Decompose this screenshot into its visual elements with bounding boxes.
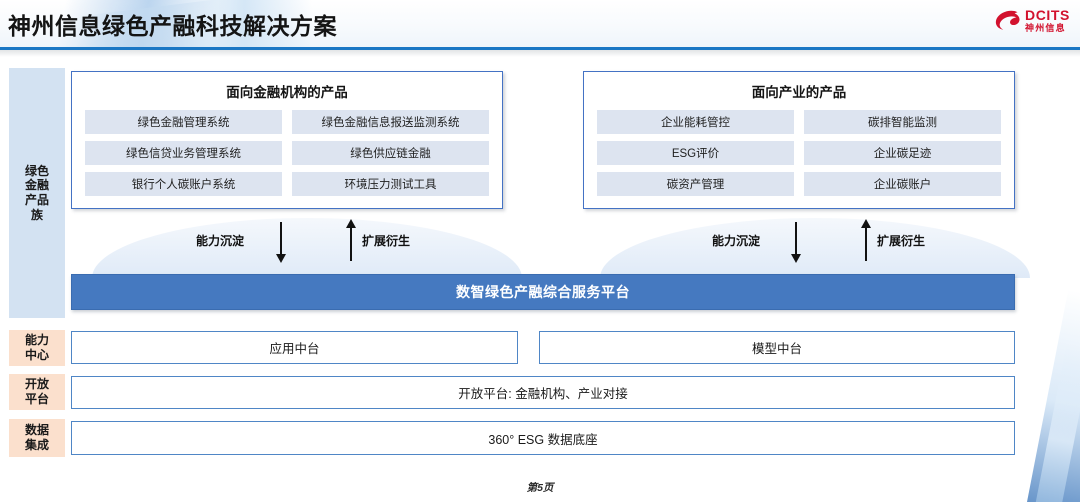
sidebar-item-label: 开放 平台 — [24, 377, 49, 406]
product-item[interactable]: 企业能耗管控 — [597, 110, 794, 134]
sidebar-item-label: 能力 中心 — [24, 333, 49, 362]
panel-title: 面向产业的产品 — [751, 85, 847, 100]
header-divider-line — [0, 47, 1080, 50]
panel-title: 面向金融机构的产品 — [226, 85, 348, 100]
product-item[interactable]: 绿色信贷业务管理系统 — [85, 141, 282, 165]
down-arrow-head-right — [791, 254, 801, 263]
logo-text-block: DCITS 神州信息 — [1025, 8, 1070, 33]
product-item[interactable]: 绿色金融管理系统 — [85, 110, 282, 134]
product-item[interactable]: 环境压力测试工具 — [292, 172, 489, 196]
product-item[interactable]: 绿色供应链金融 — [292, 141, 489, 165]
layer-application-middle-platform[interactable]: 应用中台 — [71, 331, 518, 364]
up-arrow-shaft-right — [865, 227, 867, 261]
product-item[interactable]: 碳资产管理 — [597, 172, 794, 196]
down-arrow-shaft-left — [280, 222, 282, 256]
layer-open-platform[interactable]: 开放平台: 金融机构、产业对接 — [71, 376, 1015, 409]
brand-logo: DCITS 神州信息 — [994, 8, 1070, 33]
page-title: 神州信息绿色产融科技解决方案 — [8, 13, 337, 39]
panel-item-grid: 企业能耗管控 碳排智能监测 ESG评价 企业碳足迹 碳资产管理 企业碳账户 — [584, 101, 1014, 207]
sidebar-item-open-platform[interactable]: 开放 平台 — [9, 374, 65, 410]
product-item[interactable]: 碳排智能监测 — [804, 110, 1001, 134]
product-item[interactable]: 绿色金融信息报送监测系统 — [292, 110, 489, 134]
layer-data-foundation[interactable]: 360° ESG 数据底座 — [71, 421, 1015, 455]
dcits-swirl-icon — [995, 10, 1020, 30]
panel-industry-products: 面向产业的产品 企业能耗管控 碳排智能监测 ESG评价 企业碳足迹 碳资产管理 … — [583, 71, 1015, 209]
product-item[interactable]: 企业碳账户 — [804, 172, 1001, 196]
product-item[interactable]: 银行个人碳账户系统 — [85, 172, 282, 196]
panel-item-grid: 绿色金融管理系统 绿色金融信息报送监测系统 绿色信贷业务管理系统 绿色供应链金融… — [72, 101, 502, 207]
right-capability-arc-decoration — [600, 218, 1030, 278]
flow-label-expansion-derivation-right: 扩展衍生 — [877, 234, 926, 248]
platform-bar[interactable]: 数智绿色产融综合服务平台 — [71, 274, 1015, 310]
left-capability-arc-decoration — [92, 218, 522, 278]
logo-english-name: DCITS — [1025, 7, 1070, 23]
sidebar-item-label: 数据 集成 — [24, 423, 49, 452]
header-divider-shadow — [0, 50, 1080, 57]
flow-label-capability-precipitation-left: 能力沉淀 — [196, 234, 245, 248]
flow-label-capability-precipitation-right: 能力沉淀 — [712, 234, 761, 248]
up-arrow-head-left — [346, 219, 356, 228]
product-item[interactable]: 企业碳足迹 — [804, 141, 1001, 165]
sidebar-item-label: 绿色 金融 产品 族 — [24, 163, 49, 222]
sidebar-item-capability-center[interactable]: 能力 中心 — [9, 330, 65, 366]
up-arrow-head-right — [861, 219, 871, 228]
slide-header: 神州信息绿色产融科技解决方案 DCITS 神州信息 — [0, 0, 1080, 50]
logo-chinese-name: 神州信息 — [1025, 23, 1066, 33]
panel-financial-institution-products: 面向金融机构的产品 绿色金融管理系统 绿色金融信息报送监测系统 绿色信贷业务管理… — [71, 71, 503, 209]
page-number: 第5页 — [526, 482, 554, 494]
sidebar-item-green-finance-products[interactable]: 绿色 金融 产品 族 — [9, 68, 65, 318]
sidebar-item-data-integration[interactable]: 数据 集成 — [9, 419, 65, 457]
down-arrow-head-left — [276, 254, 286, 263]
product-item[interactable]: ESG评价 — [597, 141, 794, 165]
layer-model-middle-platform[interactable]: 模型中台 — [539, 331, 1015, 364]
down-arrow-shaft-right — [795, 222, 797, 256]
flow-label-expansion-derivation-left: 扩展衍生 — [362, 234, 411, 248]
up-arrow-shaft-left — [350, 227, 352, 261]
